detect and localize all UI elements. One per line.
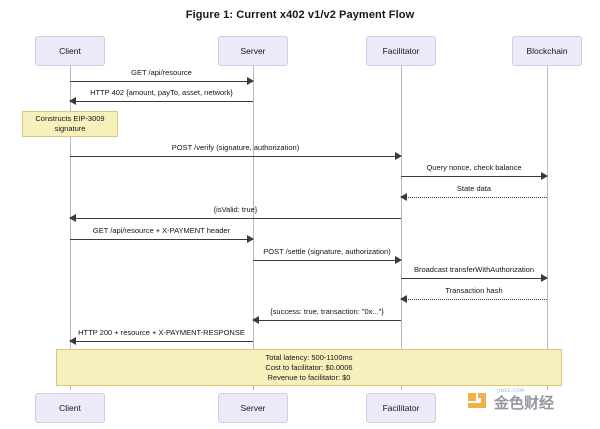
watermark: 金色财经 [468, 391, 554, 413]
note-summary-metrics: Total latency: 500-1100ms Cost to facili… [56, 349, 562, 386]
arrowhead-right-icon [247, 235, 254, 243]
message-settle-success: {success: true, transaction: "0x..."} [252, 307, 401, 327]
message-label: HTTP 200 + resource + X-PAYMENT-RESPONSE [78, 328, 245, 337]
actor-label: Facilitator [382, 46, 420, 56]
actor-box-facilitator-bottom: Facilitator [366, 393, 436, 423]
arrowhead-right-icon [541, 274, 548, 282]
arrowhead-left-icon [400, 295, 407, 303]
message-transaction-hash: Transaction hash [400, 286, 547, 306]
message-http-200: HTTP 200 + resource + X-PAYMENT-RESPONSE [69, 328, 253, 348]
jinse-logo-icon [468, 391, 489, 413]
note-constructs-eip3009: Constructs EIP-3009 signature [22, 111, 118, 137]
arrowhead-left-icon [69, 337, 76, 345]
arrowhead-right-icon [247, 77, 254, 85]
actor-box-blockchain-top: Blockchain [512, 36, 582, 66]
arrowhead-left-icon [252, 316, 259, 324]
message-label: POST /verify (signature, authorization) [171, 143, 300, 152]
note-line-cost: Cost to facilitator: $0.0006 [265, 362, 353, 372]
message-post-settle: POST /settle (signature, authorization) [253, 247, 402, 267]
message-label: Transaction hash [445, 286, 503, 295]
lifeline-blockchain [547, 66, 548, 390]
arrowhead-left-icon [69, 97, 76, 105]
actor-label: Blockchain [526, 46, 568, 56]
arrowhead-left-icon [400, 193, 407, 201]
actor-label: Facilitator [382, 403, 420, 413]
watermark-subtext: JINSE.COM [497, 389, 525, 394]
message-http-402: HTTP 402 {amount, payTo, asset, network} [69, 88, 253, 108]
message-label: HTTP 402 {amount, payTo, asset, network} [90, 88, 233, 97]
note-line: signature [54, 124, 86, 133]
arrowhead-left-icon [69, 214, 76, 222]
note-line-revenue: Revenue to facilitator: $0 [267, 372, 351, 382]
watermark-text: 金色财经 [494, 393, 555, 412]
lifeline-client [70, 66, 71, 390]
actor-label: Client [59, 403, 81, 413]
message-line [70, 101, 253, 102]
actor-box-server-bottom: Server [218, 393, 288, 423]
note-line: Constructs EIP-3009 [35, 114, 105, 123]
message-get-api-resource: GET /api/resource [70, 68, 254, 88]
lifeline-server [253, 66, 254, 390]
lifeline-facilitator [401, 66, 402, 390]
actor-label: Client [59, 46, 81, 56]
message-label: Broadcast transferWithAuthorization [413, 265, 535, 274]
note-line-total-latency: Total latency: 500-1100ms [265, 352, 353, 362]
message-line [70, 218, 401, 219]
figure-title: Figure 1: Current x402 v1/v2 Payment Flo… [185, 9, 415, 21]
message-line [70, 156, 401, 157]
arrowhead-right-icon [541, 172, 548, 180]
actor-label: Server [240, 403, 266, 413]
message-line [401, 299, 547, 300]
message-label: {isValid: true} [213, 205, 258, 214]
message-label: State data [456, 184, 492, 193]
message-post-verify: POST /verify (signature, authorization) [70, 143, 402, 163]
actor-box-client-bottom: Client [35, 393, 105, 423]
message-line [253, 320, 401, 321]
message-state-data: State data [400, 184, 547, 204]
actor-label: Server [240, 46, 266, 56]
message-line [401, 197, 547, 198]
message-label: Query nonce, check balance [426, 163, 522, 172]
message-line [401, 278, 547, 279]
message-label: GET /api/resource + X-PAYMENT header [92, 226, 231, 235]
message-line [70, 239, 253, 240]
message-label: {success: true, transaction: "0x..."} [270, 307, 384, 316]
arrowhead-right-icon [395, 256, 402, 264]
actor-box-facilitator-top: Facilitator [366, 36, 436, 66]
message-broadcast-transfer: Broadcast transferWithAuthorization [401, 265, 548, 285]
message-label: GET /api/resource [131, 68, 192, 77]
message-query-nonce: Query nonce, check balance [401, 163, 548, 183]
arrowhead-right-icon [395, 152, 402, 160]
message-is-valid: {isValid: true} [69, 205, 401, 225]
message-line [253, 260, 401, 261]
actor-box-client-top: Client [35, 36, 105, 66]
message-get-with-payment-header: GET /api/resource + X-PAYMENT header [70, 226, 254, 246]
message-label: POST /settle (signature, authorization) [263, 247, 391, 256]
message-line [70, 341, 253, 342]
message-line [70, 81, 253, 82]
actor-box-server-top: Server [218, 36, 288, 66]
message-line [401, 176, 547, 177]
